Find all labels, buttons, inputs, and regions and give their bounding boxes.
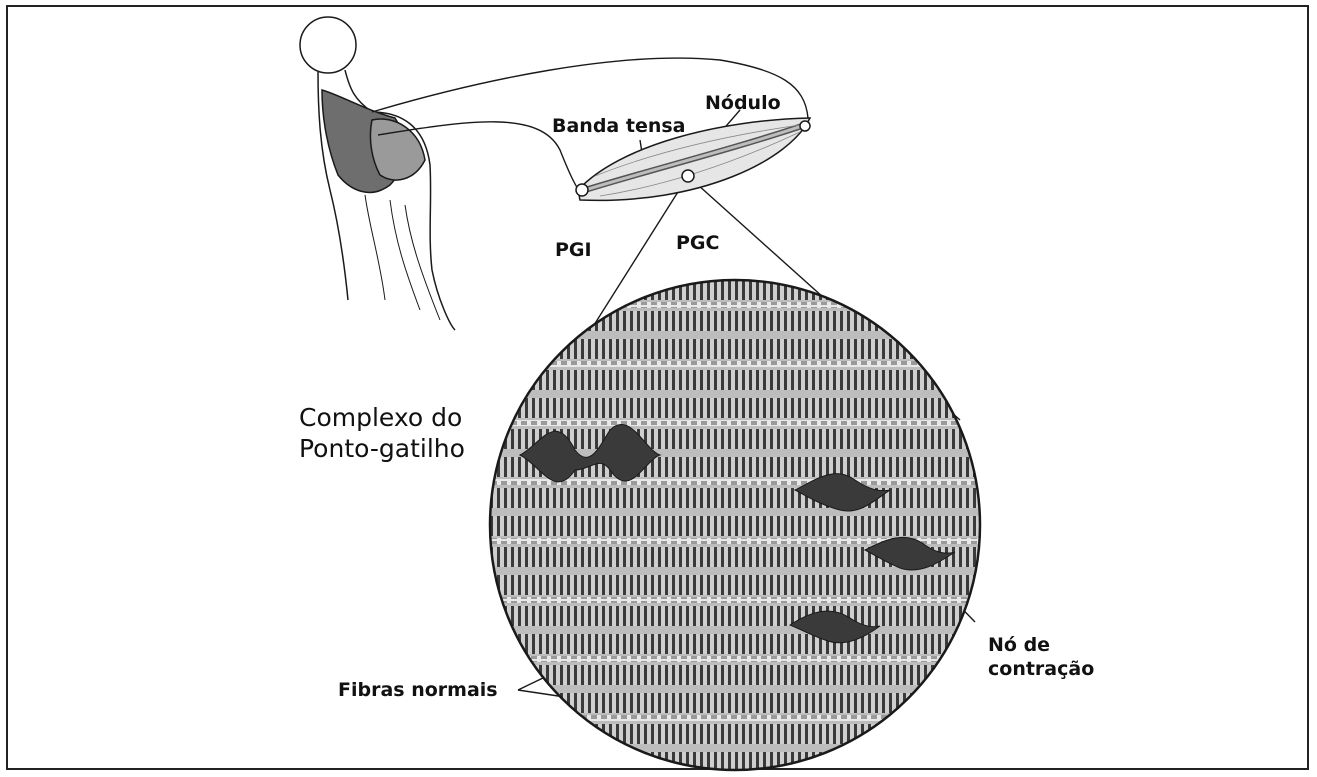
nodule-label: Nódulo: [705, 93, 781, 114]
fiber-row: [480, 398, 1000, 418]
human-figure: [300, 17, 455, 330]
contraction-knot-label: Nó de contração: [988, 634, 1094, 682]
fiber-row: [480, 311, 1000, 331]
fiber-row: [480, 488, 1000, 508]
pgc-label: PGC: [676, 233, 719, 254]
fiber-row: [480, 606, 1000, 626]
arm-lines: [365, 195, 440, 320]
head: [300, 17, 356, 73]
thin-fiber: [480, 420, 1000, 426]
thin-fiber: [480, 715, 1000, 721]
fiber-row: [480, 370, 1000, 390]
deltoid: [370, 119, 425, 180]
pgi-marker-right: [800, 121, 810, 131]
pgc-marker: [682, 170, 694, 182]
contraction-knot-line1: Nó de: [988, 634, 1094, 658]
trigger-point-complex-title: Complexo do Ponto-gatilho: [299, 402, 465, 465]
taut-band-label: Banda tensa: [552, 116, 686, 137]
thin-fiber: [480, 656, 1000, 662]
pgi-label: PGI: [555, 240, 592, 261]
normal-fibers-label: Fibras normais: [338, 680, 498, 701]
fiber-row: [480, 280, 1000, 300]
thin-fiber: [480, 597, 1000, 603]
trigger-point-complex-line2: Ponto-gatilho: [299, 433, 465, 464]
fiber-row: [480, 575, 1000, 595]
contraction-knot-line2: contração: [988, 658, 1094, 682]
fiber-row: [480, 516, 1000, 536]
fiber-row: [480, 724, 1000, 744]
pgi-marker: [576, 184, 588, 196]
fiber-row: [480, 634, 1000, 654]
magnified-fibers: [480, 280, 1000, 777]
thin-fiber: [480, 302, 1000, 308]
trigger-point-complex-line1: Complexo do: [299, 402, 465, 433]
